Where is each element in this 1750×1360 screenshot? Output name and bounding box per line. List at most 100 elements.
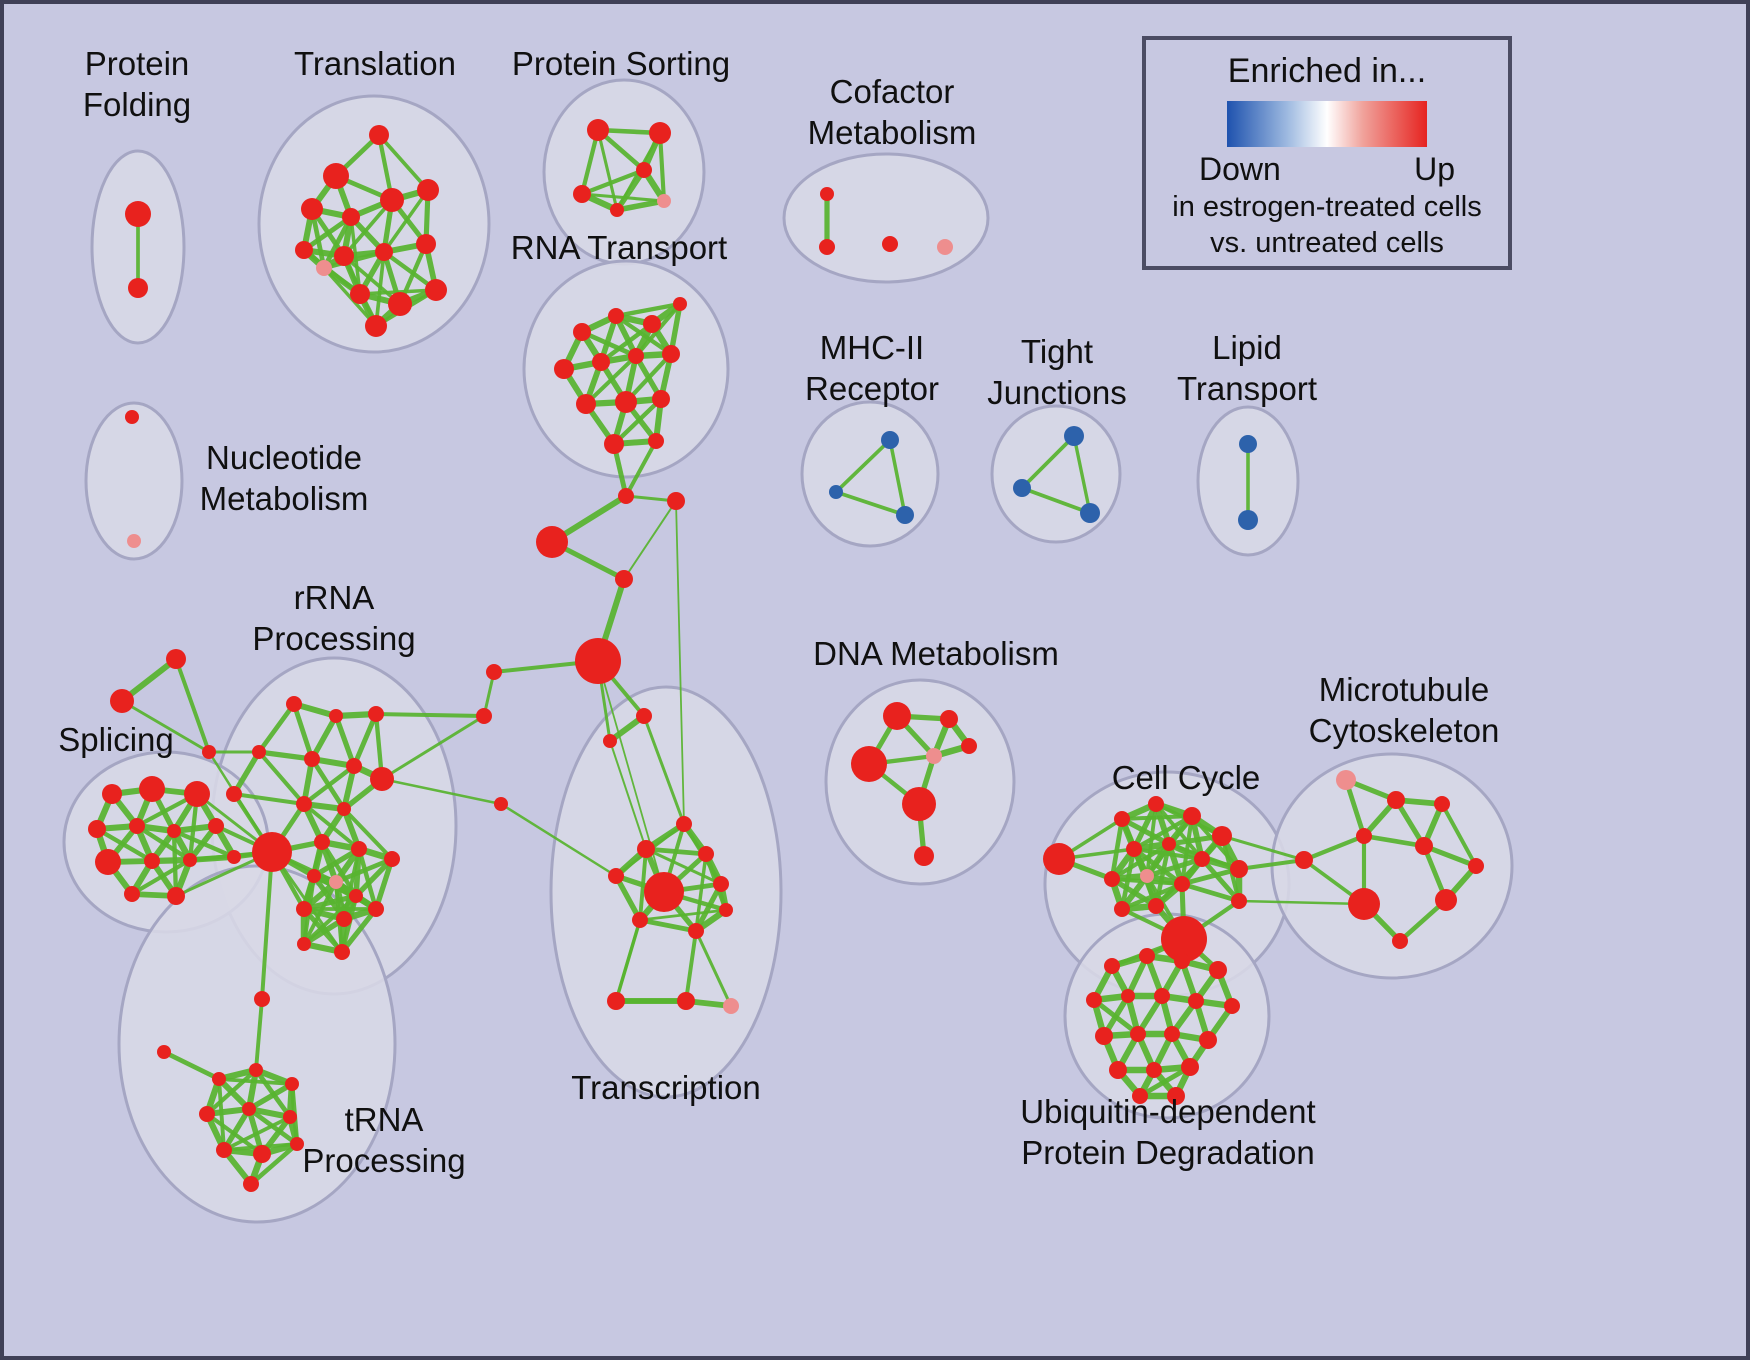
network-node-red (336, 911, 352, 927)
network-node-red (698, 846, 714, 862)
network-edge (693, 881, 724, 934)
network-edge (216, 1076, 252, 1112)
network-edge (342, 198, 394, 258)
network-node-pink (937, 239, 953, 255)
network-node-red (286, 696, 302, 712)
network-node-red (882, 236, 898, 252)
network-node-red (283, 1110, 297, 1124)
network-edge (120, 699, 211, 754)
network-edge (254, 997, 264, 1072)
network-node-red (1086, 992, 1102, 1008)
network-node-red (1148, 898, 1164, 914)
network-node-red (1194, 851, 1210, 867)
network-node-red (1199, 1031, 1217, 1049)
network-node-red (618, 488, 634, 504)
network-edge (583, 353, 639, 407)
network-node-red (139, 776, 165, 802)
network-node-red (1209, 961, 1227, 979)
network-node-red (252, 745, 266, 759)
network-node-red (1224, 998, 1240, 1014)
network-node-red (883, 702, 911, 730)
network-edge (1020, 486, 1092, 515)
network-node-red (536, 526, 568, 558)
network-node-red (1434, 796, 1450, 812)
network-node-red (940, 710, 958, 728)
network-node-blue (896, 506, 914, 524)
network-node-red (370, 767, 394, 791)
network-node-red (301, 198, 323, 220)
network-edge (1361, 833, 1427, 849)
network-edge (1137, 1064, 1193, 1099)
network-edge (624, 439, 658, 498)
network-edge (1179, 866, 1242, 887)
network-node-red (615, 570, 633, 588)
network-edge (1199, 856, 1242, 904)
network-edge (382, 188, 430, 254)
network-edge (614, 198, 667, 213)
network-node-red (819, 239, 835, 255)
cluster-ellipse-dna-metabolism (824, 678, 1016, 886)
network-node-red (95, 849, 121, 875)
network-node-red (351, 841, 367, 857)
network-edge (611, 396, 664, 447)
network-node-red (144, 853, 160, 869)
network-node-red (350, 284, 370, 304)
network-edge (1020, 434, 1076, 490)
network-node-red (1043, 843, 1075, 875)
network-node-red (667, 492, 685, 510)
network-node-red (157, 1045, 171, 1059)
network-edge (301, 214, 354, 253)
network-edge (609, 740, 647, 850)
network-edge (657, 130, 667, 204)
network-node-red (88, 820, 106, 838)
network-edge (309, 713, 339, 762)
network-node-red (290, 1137, 304, 1151)
network-node-red (607, 992, 625, 1010)
network-node-red (380, 188, 404, 212)
legend-caption-line2: vs. untreated cells (1210, 226, 1444, 259)
network-node-red (636, 708, 652, 724)
network-node-red (334, 246, 354, 266)
network-node-red (1130, 1026, 1146, 1042)
network-node-red (636, 162, 652, 178)
legend-down-label: Down (1199, 151, 1281, 187)
network-edge (1440, 802, 1478, 868)
network-node-red (304, 751, 320, 767)
network-node-red (914, 846, 934, 866)
cluster-ellipse-protein-sorting (542, 78, 706, 266)
network-node-red (242, 1102, 256, 1116)
network-node-red (1435, 889, 1457, 911)
network-node-red (384, 851, 400, 867)
network-edge (684, 929, 698, 1003)
network-node-red (554, 359, 574, 379)
network-edge (301, 763, 357, 807)
network-node-red (314, 834, 330, 850)
network-node-red (1121, 989, 1135, 1003)
network-edge (637, 917, 699, 934)
network-edge (598, 321, 655, 365)
network-node-red (1114, 901, 1130, 917)
network-node-red (425, 279, 447, 301)
network-edge (614, 918, 642, 1003)
network-node-red (610, 203, 624, 217)
network-edge (644, 847, 723, 886)
network-edge (1072, 434, 1092, 515)
network-edge (351, 711, 379, 769)
network-edge (694, 929, 733, 1008)
network-node-red (125, 410, 139, 424)
network-edge (301, 893, 359, 912)
network-node-red (1164, 1026, 1180, 1042)
network-edge (623, 500, 677, 580)
network-edge (333, 713, 357, 769)
network-edge (1421, 843, 1479, 869)
network-edge (1301, 833, 1367, 863)
network-node-red (1295, 851, 1313, 869)
network-node-red (307, 869, 321, 883)
legend-title: Enriched in... (1227, 52, 1427, 90)
network-node-red (1387, 791, 1405, 809)
network-edge (834, 490, 907, 517)
network-edge (256, 749, 315, 762)
network-edge (613, 301, 683, 319)
cluster-ellipse-nucleotide-metabolism (84, 401, 184, 561)
network-edge (246, 1081, 295, 1112)
